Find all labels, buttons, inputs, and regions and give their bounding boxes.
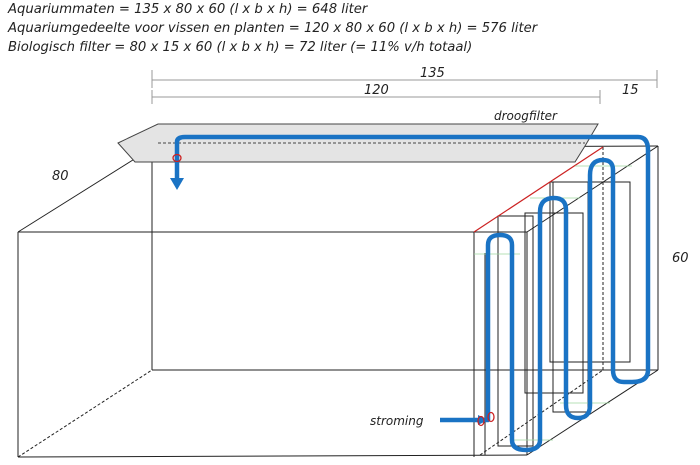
dry-filter-label: droogfilter — [494, 109, 558, 123]
dim-80: 80 — [52, 169, 69, 184]
dimension-lines — [151, 70, 658, 104]
flow-label: stroming — [370, 414, 424, 428]
overflow-inlet-icon — [172, 153, 182, 163]
dry-filter-tray — [117, 123, 599, 163]
dim-60: 60 — [672, 251, 689, 266]
water-flow-path — [174, 134, 651, 453]
inlet-ring-icon — [477, 415, 485, 427]
dim-15: 15 — [622, 83, 639, 98]
flow-down-arrow-icon — [170, 178, 184, 190]
dim-135: 135 — [420, 66, 445, 81]
tank-outline — [17, 145, 659, 458]
outlet-ring-icon — [487, 411, 495, 423]
header-total-size: Aquariummaten = 135 x 80 x 60 (l x b x h… — [8, 2, 368, 17]
flow-arrow-icon — [478, 415, 488, 425]
header-fish-section: Aquariumgedeelte voor vissen en planten … — [8, 21, 538, 36]
header-bio-filter: Biologisch filter = 80 x 15 x 60 (l x b … — [8, 40, 473, 55]
water-level-edge — [473, 146, 604, 233]
dim-120: 120 — [364, 83, 389, 98]
